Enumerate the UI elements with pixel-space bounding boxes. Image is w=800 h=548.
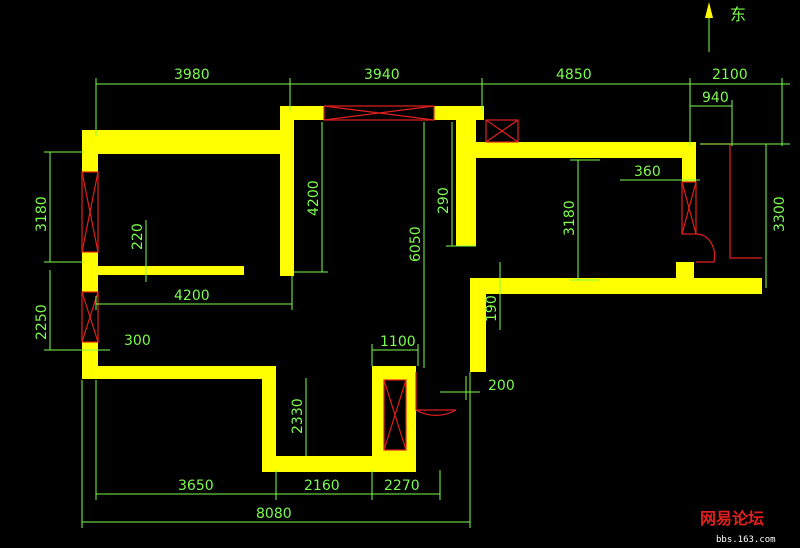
wall-partition bbox=[98, 266, 244, 275]
window-right bbox=[681, 181, 697, 235]
wall-top-center-left bbox=[280, 106, 324, 120]
window-left-upper bbox=[81, 171, 99, 253]
wall-bottom-vert bbox=[262, 366, 276, 472]
doors bbox=[415, 233, 716, 416]
dim-inner-1100: 1100 bbox=[380, 334, 416, 350]
wall-top-right bbox=[456, 142, 696, 158]
dim-top-2: 3940 bbox=[364, 67, 400, 83]
dim-bottom-8080: 8080 bbox=[256, 506, 292, 522]
dim-inner-6050: 6050 bbox=[408, 226, 424, 262]
watermark-sub: bbs.163.com bbox=[716, 535, 776, 545]
north-arrow-icon bbox=[705, 2, 713, 18]
dim-left-2250: 2250 bbox=[34, 304, 50, 340]
dimension-lines bbox=[44, 78, 790, 528]
wall-step-vert bbox=[470, 278, 486, 372]
dim-left-3180: 3180 bbox=[34, 196, 50, 232]
dim-top-3: 4850 bbox=[556, 67, 592, 83]
dim-inner-4200-v: 4200 bbox=[306, 180, 322, 216]
wall-vert-left bbox=[280, 106, 294, 276]
dim-bottom-2160: 2160 bbox=[304, 478, 340, 494]
window-left-lower bbox=[81, 291, 99, 343]
dim-inner-300: 300 bbox=[124, 333, 151, 349]
windows bbox=[81, 105, 762, 451]
dimension-labels: 3980 3940 4850 2100 940 360 3300 3180 31… bbox=[34, 67, 788, 522]
wall-left-mid bbox=[82, 252, 98, 292]
dim-right-3300: 3300 bbox=[772, 196, 788, 232]
watermark-text: 网易论坛 bbox=[700, 509, 764, 528]
dim-inner-200: 200 bbox=[488, 378, 515, 394]
wall-vert-center-right bbox=[456, 106, 476, 246]
wall-bottom-left bbox=[82, 366, 276, 379]
window-top bbox=[323, 105, 435, 121]
wall-right-bottom bbox=[470, 278, 762, 294]
dim-right-3180: 3180 bbox=[562, 200, 578, 236]
door-swing-right bbox=[695, 233, 716, 263]
compass-label: 东 bbox=[730, 5, 746, 24]
dim-inner-2330: 2330 bbox=[290, 398, 306, 434]
dim-bottom-3650: 3650 bbox=[178, 478, 214, 494]
wall-top-left bbox=[82, 130, 282, 154]
dim-inner-190: 190 bbox=[484, 295, 500, 322]
walls bbox=[82, 106, 762, 472]
compass: 东 bbox=[705, 2, 746, 52]
dim-bottom-2270: 2270 bbox=[384, 478, 420, 494]
dim-inner-290: 290 bbox=[436, 187, 452, 214]
dim-top-1: 3980 bbox=[174, 67, 210, 83]
wall-right-upper bbox=[682, 142, 696, 182]
dim-right-360: 360 bbox=[634, 164, 661, 180]
watermark: 网易论坛 bbs.163.com bbox=[700, 509, 776, 545]
dim-inner-4200-h: 4200 bbox=[174, 288, 210, 304]
door-swing-center bbox=[415, 372, 457, 416]
dim-top-4: 2100 bbox=[712, 67, 748, 83]
dim-inner-220: 220 bbox=[130, 223, 146, 250]
dim-right-940: 940 bbox=[702, 90, 729, 106]
